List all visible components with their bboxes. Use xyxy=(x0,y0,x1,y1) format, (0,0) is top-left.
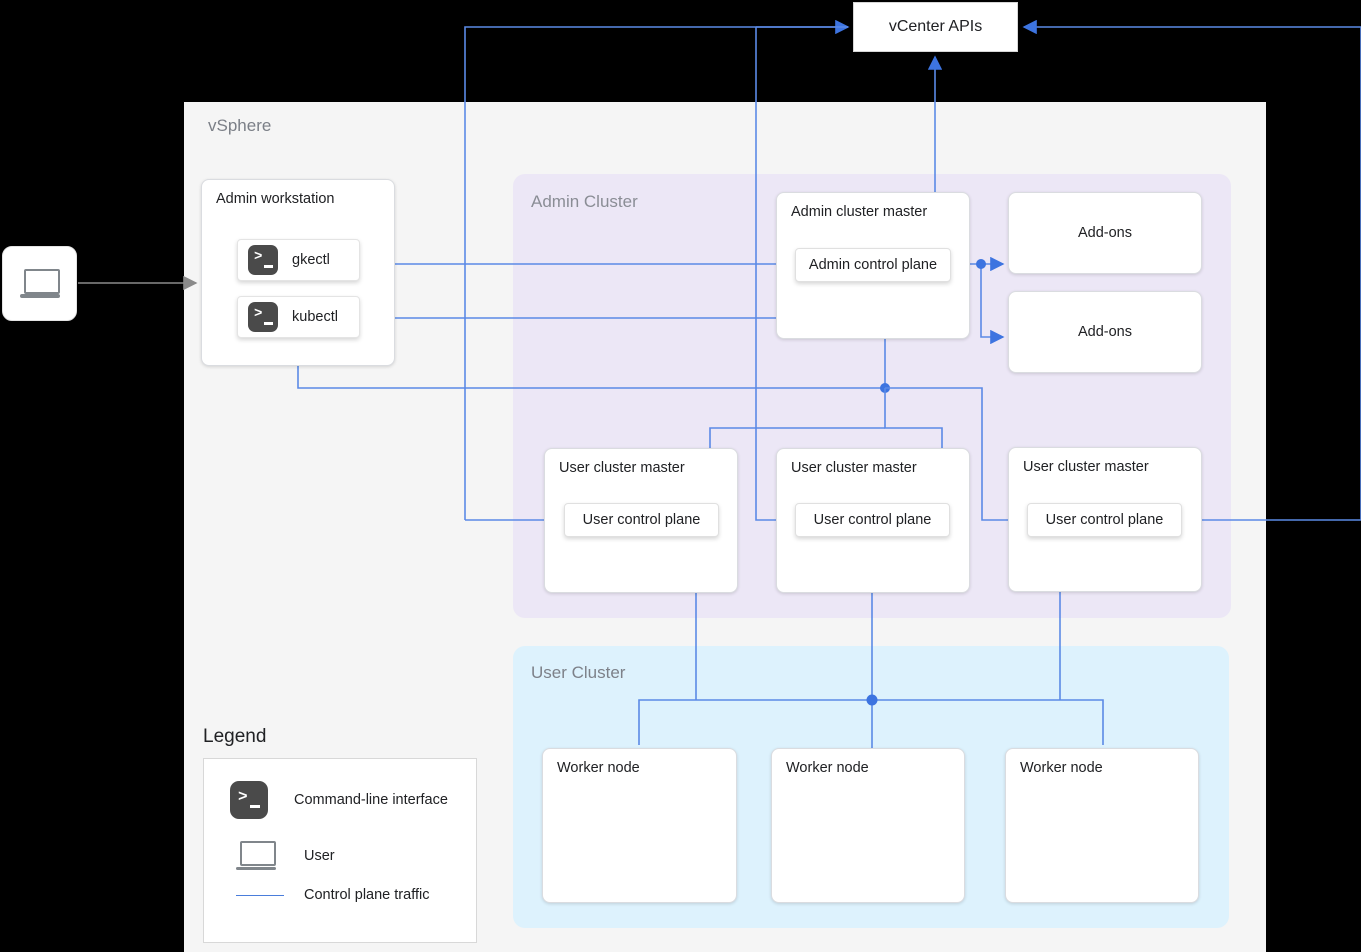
addons-card-2[interactable]: Add-ons xyxy=(1008,291,1202,373)
user-cluster-master-title-2: User cluster master xyxy=(791,460,917,476)
worker-node-title-1: Worker node xyxy=(557,760,640,776)
gkectl-chip[interactable]: gkectl xyxy=(237,239,360,281)
admin-control-plane[interactable]: Admin control plane xyxy=(795,248,951,282)
worker-node-card-3[interactable]: Worker node xyxy=(1005,748,1199,903)
worker-node-title-3: Worker node xyxy=(1020,760,1103,776)
worker-node-title-2: Worker node xyxy=(786,760,869,776)
legend-item-cli: Command-line interface xyxy=(230,781,448,819)
kubectl-chip[interactable]: kubectl xyxy=(237,296,360,338)
legend-item-user: User xyxy=(230,841,335,871)
line-swatch-icon xyxy=(236,894,284,896)
legend-title: Legend xyxy=(203,726,267,747)
user-cluster-master-title-3: User cluster master xyxy=(1023,459,1149,475)
worker-node-card-2[interactable]: Worker node xyxy=(771,748,965,903)
user-cluster-label: User Cluster xyxy=(531,663,626,682)
laptop-icon xyxy=(236,841,276,871)
user-node[interactable] xyxy=(2,246,77,321)
terminal-icon xyxy=(248,302,278,332)
legend-box: Command-line interface User Control plan… xyxy=(203,758,477,943)
terminal-icon xyxy=(248,245,278,275)
kubectl-label: kubectl xyxy=(292,309,338,325)
addons-card-1[interactable]: Add-ons xyxy=(1008,192,1202,274)
gkectl-label: gkectl xyxy=(292,252,330,268)
legend-item-traffic: Control plane traffic xyxy=(222,887,429,903)
user-control-plane-3[interactable]: User control plane xyxy=(1027,503,1182,537)
laptop-icon xyxy=(19,268,60,299)
legend-label-user: User xyxy=(304,848,335,864)
addons-label-2: Add-ons xyxy=(1077,324,1132,340)
admin-workstation-title: Admin workstation xyxy=(216,191,335,207)
admin-cluster-master-title: Admin cluster master xyxy=(791,204,928,220)
vsphere-label: vSphere xyxy=(208,116,272,135)
addons-label-1: Add-ons xyxy=(1077,225,1132,241)
legend-label-traffic: Control plane traffic xyxy=(304,887,430,903)
vcenter-apis-box[interactable]: vCenter APIs xyxy=(853,2,1018,52)
user-control-plane-2[interactable]: User control plane xyxy=(795,503,950,537)
legend-label-cli: Command-line interface xyxy=(294,792,448,808)
terminal-icon xyxy=(230,781,268,819)
user-control-plane-1[interactable]: User control plane xyxy=(564,503,719,537)
admin-cluster-label: Admin Cluster xyxy=(531,192,638,211)
worker-node-card-1[interactable]: Worker node xyxy=(542,748,737,903)
user-cluster-master-title-1: User cluster master xyxy=(559,460,685,476)
